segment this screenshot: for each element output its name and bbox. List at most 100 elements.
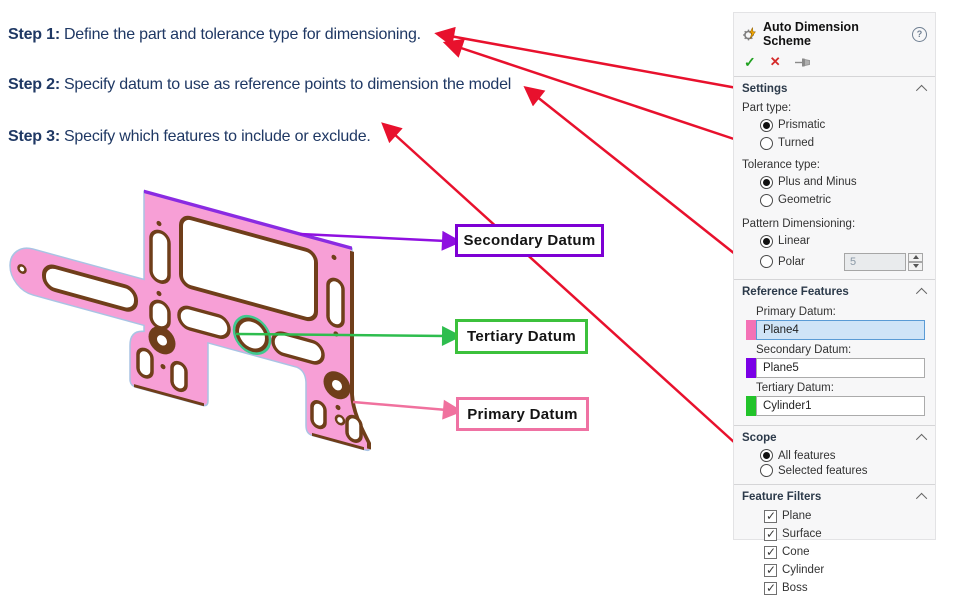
section-reference-header[interactable]: Reference Features	[734, 280, 935, 302]
step-1-body: Define the part and tolerance type for d…	[63, 26, 421, 43]
radio-icon[interactable]	[760, 449, 773, 462]
radio-label: Geometric	[778, 194, 832, 206]
secondary-datum-arrow	[299, 230, 462, 251]
right-column-slot	[326, 277, 345, 328]
small-hole	[156, 290, 162, 297]
small-hole	[160, 363, 166, 370]
part-type-label: Part type:	[742, 102, 792, 114]
step-1-label: Step 1:	[8, 26, 60, 43]
primary-datum-color-swatch	[746, 320, 756, 340]
radio-label: Prismatic	[778, 119, 826, 131]
graphics-layer	[9, 26, 738, 452]
radio-icon[interactable]	[760, 193, 773, 207]
tertiary-datum-field[interactable]: Cylinder1	[756, 396, 925, 416]
primary-datum-field-label: Primary Datum:	[756, 306, 836, 318]
plane5-highlight-edge	[144, 189, 352, 251]
radio-linear[interactable]: Linear	[734, 232, 935, 250]
auto-dimension-scheme-panel: Auto Dimension Scheme ? ✓ ✕ Settings Par…	[733, 12, 936, 595]
tertiary-datum-field-label: Tertiary Datum:	[756, 382, 834, 394]
radio-all-features[interactable]: All features	[734, 448, 935, 463]
radio-icon[interactable]	[760, 118, 773, 132]
help-icon[interactable]: ?	[912, 26, 927, 42]
primary-datum-label: Primary Datum	[456, 397, 589, 431]
checkbox-icon[interactable]	[764, 563, 777, 577]
checkbox-label: Plane	[782, 510, 812, 522]
checkbox-cylinder[interactable]: Cylinder	[734, 561, 935, 579]
section-filters-title: Feature Filters	[742, 491, 822, 503]
foot-slot	[136, 347, 154, 379]
secondary-datum-color-swatch	[746, 358, 756, 378]
section-scope-header[interactable]: Scope	[734, 426, 935, 448]
spinner-up-button[interactable]	[908, 252, 923, 262]
check-icon[interactable]: ✓	[744, 54, 756, 70]
primary-datum-field-row: Plane4	[746, 320, 925, 340]
checkbox-plane[interactable]: Plane	[734, 507, 935, 525]
red-arrow-filters-step3	[381, 122, 736, 444]
radio-label: Turned	[778, 137, 815, 149]
spinner-down-button[interactable]	[908, 261, 923, 271]
column-slot-lower	[149, 299, 171, 330]
checkbox-label: Cone	[782, 546, 810, 558]
primary-datum-field[interactable]: Plane4	[756, 320, 925, 340]
radio-prismatic[interactable]: Prismatic	[734, 116, 935, 134]
checkbox-cone[interactable]: Cone	[734, 543, 935, 561]
radio-plus-minus[interactable]: Plus and Minus	[734, 173, 935, 191]
pattern-dimensioning-label: Pattern Dimensioning:	[742, 218, 856, 230]
close-icon[interactable]: ✕	[769, 54, 781, 69]
band-slot-right	[271, 331, 325, 365]
small-hole	[156, 220, 162, 227]
radio-icon[interactable]	[760, 136, 773, 150]
radio-icon[interactable]	[760, 464, 773, 477]
checkbox-surface[interactable]: Surface	[734, 525, 935, 543]
radio-geometric[interactable]: Geometric	[734, 191, 935, 209]
step-3-label: Step 3:	[8, 128, 60, 145]
checkbox-icon[interactable]	[764, 581, 777, 595]
checkbox-icon[interactable]	[764, 545, 777, 559]
lobe-slot	[310, 400, 327, 430]
cad-part-model	[9, 189, 371, 452]
tertiary-datum-arrow	[235, 325, 462, 346]
cylinder1-highlight-ring	[232, 314, 272, 355]
section-settings-title: Settings	[742, 83, 788, 95]
checkbox-label: Boss	[782, 582, 808, 594]
band-slot-left	[177, 305, 231, 339]
panel-title: Auto Dimension Scheme	[763, 20, 859, 48]
gear-lightning-icon	[743, 26, 757, 40]
pin-icon[interactable]	[794, 57, 812, 68]
tertiary-datum-field-row: Cylinder1	[746, 396, 925, 416]
secondary-datum-label: Secondary Datum	[455, 224, 604, 257]
divider	[734, 484, 935, 485]
arm-slot	[42, 264, 138, 312]
radio-selected-features[interactable]: Selected features	[734, 463, 935, 478]
radio-label: All features	[778, 449, 836, 462]
checkbox-icon[interactable]	[764, 527, 777, 541]
step-2-text: Step 2:Specify datum to use as reference…	[8, 76, 511, 94]
checkbox-boss[interactable]: Boss	[734, 579, 935, 597]
step-3-text: Step 3:Specify which features to include…	[8, 128, 371, 146]
window-cutout	[179, 215, 318, 322]
radio-polar[interactable]: Polar 5	[734, 250, 935, 273]
red-arrow-tolerance-step1	[442, 38, 738, 142]
lobe-slot	[345, 414, 363, 443]
radio-icon[interactable]	[760, 234, 773, 248]
step-2-body: Specify datum to use as reference points…	[63, 76, 512, 93]
foot-slot	[170, 360, 188, 393]
part-bottom-edge	[134, 384, 364, 451]
red-arrow-parttype-step1	[434, 26, 738, 90]
tolerance-type-label: Tolerance type:	[742, 159, 820, 171]
checkbox-icon[interactable]	[764, 509, 777, 523]
panel-header: Auto Dimension Scheme ?	[734, 13, 935, 51]
divider	[734, 279, 935, 280]
section-settings-header[interactable]: Settings	[734, 77, 935, 99]
secondary-datum-field[interactable]: Plane5	[756, 358, 925, 378]
section-reference-title: Reference Features	[742, 286, 849, 298]
radio-icon[interactable]	[760, 255, 773, 268]
section-filters-header[interactable]: Feature Filters	[734, 485, 935, 507]
polar-count-input[interactable]: 5	[844, 252, 906, 271]
divider	[734, 425, 935, 426]
tertiary-datum-label: Tertiary Datum	[455, 319, 588, 354]
red-arrow-reference-step2	[523, 86, 736, 255]
radio-label: Linear	[778, 235, 810, 247]
radio-icon[interactable]	[760, 175, 773, 189]
radio-turned[interactable]: Turned	[734, 134, 935, 152]
